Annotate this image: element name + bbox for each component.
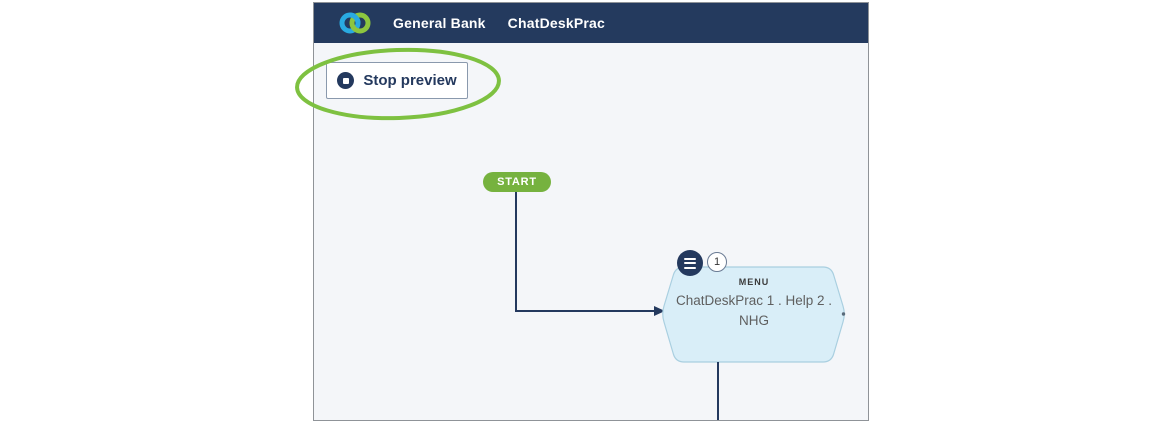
menu-node-type-label: MENU [738, 277, 770, 287]
flow-connectors [515, 191, 846, 420]
stop-preview-label: Stop preview [363, 72, 457, 89]
node-output-port [841, 312, 846, 316]
menu-node-title: ChatDeskPrac 1 . Help 2 . NHG [675, 293, 833, 328]
node-menu-button[interactable] [677, 250, 703, 276]
brand-name: General Bank [393, 15, 486, 31]
connector-start-to-node [515, 191, 656, 312]
stop-preview-button[interactable]: Stop preview [326, 62, 468, 99]
app-header: General Bank ChatDeskPrac [314, 3, 868, 43]
app-window: General Bank ChatDeskPrac Stop preview [313, 2, 869, 421]
hamburger-menu-icon [684, 257, 696, 260]
stop-icon [337, 72, 355, 89]
menu-node-shape [662, 266, 845, 363]
menu-node[interactable]: MENU ChatDeskPrac 1 . Help 2 . NHG [665, 277, 843, 331]
connector-arrowhead [654, 306, 665, 316]
start-node[interactable]: START [483, 172, 551, 192]
flow-canvas[interactable]: Stop preview START MENU ChatDeskPrac 1 .… [314, 43, 868, 420]
node-badge: 1 [707, 252, 727, 272]
brand-logo-icon [339, 12, 371, 34]
project-name-tab[interactable]: ChatDeskPrac [507, 15, 606, 31]
